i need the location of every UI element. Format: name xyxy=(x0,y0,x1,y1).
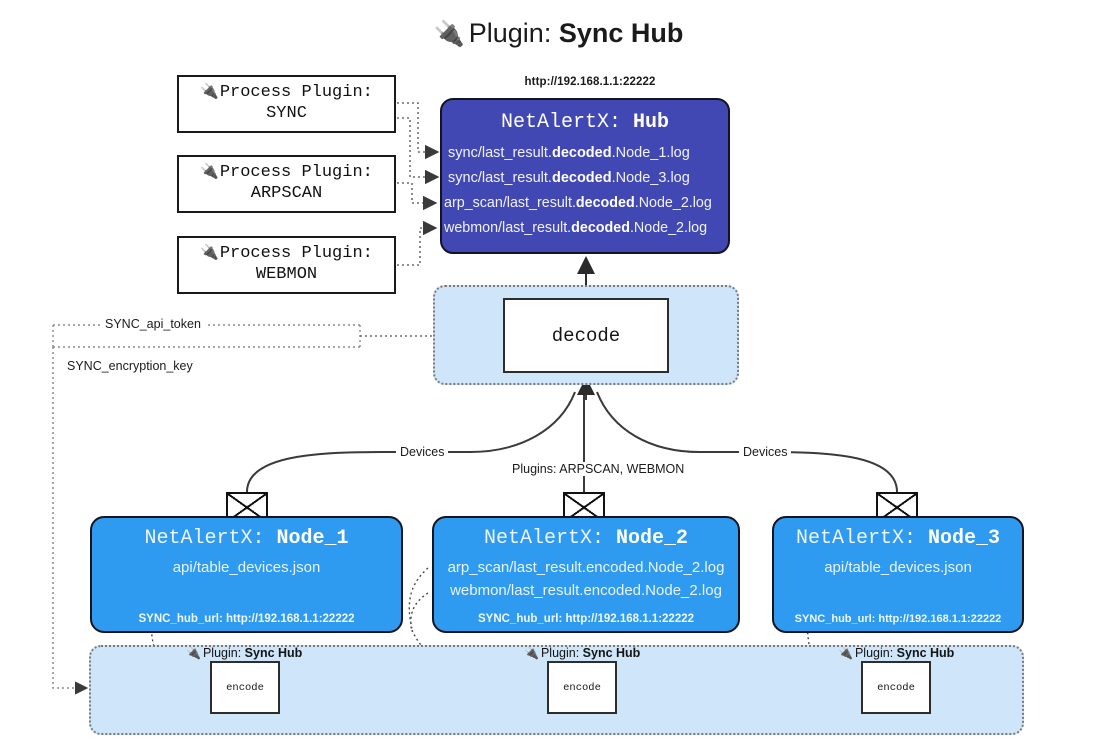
process-plugin-arpscan-line2: ARPSCAN xyxy=(250,184,323,203)
edge-key-to-encoders xyxy=(52,347,89,695)
encode-box-1[interactable]: encode xyxy=(210,661,280,714)
edge-node2-left-b xyxy=(410,592,429,633)
hub-log-list: sync/last_result.decoded.Node_1.log sync… xyxy=(442,141,728,241)
edge-sync-to-log1 xyxy=(397,102,440,160)
encoder-3-label: 🔌 Plugin: Sync Hub xyxy=(838,646,954,660)
node-1-title: NetAlertX: Node_1 xyxy=(92,527,401,550)
hub-log-pre: arp_scan/last_result. xyxy=(444,195,576,211)
label-plugins-center: Plugins: ARPSCAN, WEBMON xyxy=(508,462,689,476)
label-sync-encryption-key: SYNC_encryption_key xyxy=(63,359,197,373)
hub-title: NetAlertX: Hub xyxy=(442,111,728,134)
hub-title-name: Hub xyxy=(633,111,670,134)
hub-log-em: decoded xyxy=(551,170,612,186)
encoder-2-label: 🔌 Plugin: Sync Hub xyxy=(524,646,640,660)
hub-log-post: .Node_2.log xyxy=(634,195,712,211)
hub-log-line: sync/last_result.decoded.Node_3.log xyxy=(442,166,728,191)
process-plugin-arpscan-line1: Process Plugin: xyxy=(219,163,373,183)
node-1-title-name: Node_1 xyxy=(276,527,349,550)
plug-icon: 🔌 xyxy=(200,164,219,182)
node-3-hub-url: SYNC_hub_url: http://192.168.1.1:22222 xyxy=(794,613,1002,625)
hub-log-em: decoded xyxy=(571,220,630,236)
plug-icon: 🔌 xyxy=(200,84,219,102)
encoder-2-label-prefix: Plugin: xyxy=(540,646,580,660)
label-devices-left: Devices xyxy=(396,445,449,459)
decode-box[interactable]: decode xyxy=(503,298,669,373)
node-3-lines: api/table_devices.json xyxy=(774,556,1022,579)
label-sync-api-token: SYNC_api_token xyxy=(101,317,205,331)
plug-icon: 🔌 xyxy=(200,245,219,263)
encoder-3-label-name: Sync Hub xyxy=(896,646,955,660)
hub-log-post: .Node_2.log xyxy=(629,220,708,236)
plug-icon: 🔌 xyxy=(524,646,539,660)
page-title-prefix: Plugin: xyxy=(468,18,552,48)
hub-log-pre: webmon/last_result. xyxy=(444,220,572,236)
node-1[interactable]: NetAlertX: Node_1 api/table_devices.json… xyxy=(90,516,403,633)
process-plugin-webmon-line2: WEBMON xyxy=(255,265,318,284)
node-3-title-name: Node_3 xyxy=(928,527,1001,550)
page-title-name: Sync Hub xyxy=(558,18,684,48)
node-2-line: arp_scan/last_result.encoded.Node_2.log xyxy=(447,559,725,576)
node-2-line: webmon/last_result.encoded.Node_2.log xyxy=(450,582,722,599)
encoder-3-label-prefix: Plugin: xyxy=(854,646,894,660)
process-plugin-sync[interactable]: 🔌Process Plugin: SYNC xyxy=(177,75,396,133)
hub-log-post: .Node_1.log xyxy=(611,145,690,161)
node-3-line: api/table_devices.json xyxy=(824,559,972,576)
process-plugin-sync-line1: Process Plugin: xyxy=(219,83,373,103)
node-2[interactable]: NetAlertX: Node_2 arp_scan/last_result.e… xyxy=(432,516,740,633)
node-1-line: api/table_devices.json xyxy=(172,559,321,576)
edge-sync-to-log2 xyxy=(397,117,440,185)
plug-icon: 🔌 xyxy=(433,20,465,48)
edge-node3-to-decode xyxy=(596,391,898,493)
label-devices-right: Devices xyxy=(739,445,792,459)
hub-node[interactable]: NetAlertX: Hub sync/last_result.decoded.… xyxy=(440,98,730,254)
encoder-2-label-name: Sync Hub xyxy=(582,646,641,660)
edge-webmon-to-log4 xyxy=(397,220,438,266)
node-1-title-prefix: NetAlertX: xyxy=(144,527,265,550)
encoder-1-label: 🔌 Plugin: Sync Hub xyxy=(186,646,302,660)
node-3-title-prefix: NetAlertX: xyxy=(795,527,916,550)
process-plugin-webmon-line1: Process Plugin: xyxy=(219,244,373,264)
edge-node1-to-decode xyxy=(246,391,576,493)
node-3-title: NetAlertX: Node_3 xyxy=(774,527,1022,550)
plug-icon: 🔌 xyxy=(186,646,201,660)
process-plugin-webmon[interactable]: 🔌Process Plugin: WEBMON xyxy=(177,236,396,294)
encoder-1-label-prefix: Plugin: xyxy=(202,646,242,660)
node-2-title-prefix: NetAlertX: xyxy=(483,527,604,550)
hub-log-post: .Node_3.log xyxy=(611,170,690,186)
hub-log-em: decoded xyxy=(551,145,612,161)
node-2-title-name: Node_2 xyxy=(616,527,689,550)
node-2-hub-url: SYNC_hub_url: http://192.168.1.1:22222 xyxy=(477,613,695,625)
encoder-1-label-name: Sync Hub xyxy=(244,646,303,660)
plug-icon: 🔌 xyxy=(838,646,853,660)
page-title: 🔌Plugin: Sync Hub xyxy=(0,18,1117,49)
hub-log-line: sync/last_result.decoded.Node_1.log xyxy=(442,141,728,166)
process-plugin-arpscan[interactable]: 🔌Process Plugin: ARPSCAN xyxy=(177,155,396,213)
hub-log-pre: sync/last_result. xyxy=(448,145,552,161)
node-1-lines: api/table_devices.json xyxy=(92,556,401,579)
hub-log-em: decoded xyxy=(575,195,635,211)
process-plugin-sync-line2: SYNC xyxy=(266,104,307,123)
hub-log-line: arp_scan/last_result.decoded.Node_2.log xyxy=(442,191,728,216)
hub-title-prefix: NetAlertX: xyxy=(500,111,621,134)
encode-box-2[interactable]: encode xyxy=(547,661,617,714)
edge-node2-left-a xyxy=(408,567,429,629)
node-2-lines: arp_scan/last_result.encoded.Node_2.log … xyxy=(434,556,738,602)
node-3[interactable]: NetAlertX: Node_3 api/table_devices.json… xyxy=(772,516,1024,633)
hub-log-pre: sync/last_result. xyxy=(448,170,552,186)
hub-log-line: webmon/last_result.decoded.Node_2.log xyxy=(442,216,728,241)
hub-url-label: http://192.168.1.1:22222 xyxy=(524,76,656,88)
edge-arpscan-to-log3 xyxy=(397,182,438,211)
node-1-hub-url: SYNC_hub_url: http://192.168.1.1:22222 xyxy=(138,613,355,625)
encode-box-3[interactable]: encode xyxy=(861,661,931,714)
node-2-title: NetAlertX: Node_2 xyxy=(434,527,738,550)
